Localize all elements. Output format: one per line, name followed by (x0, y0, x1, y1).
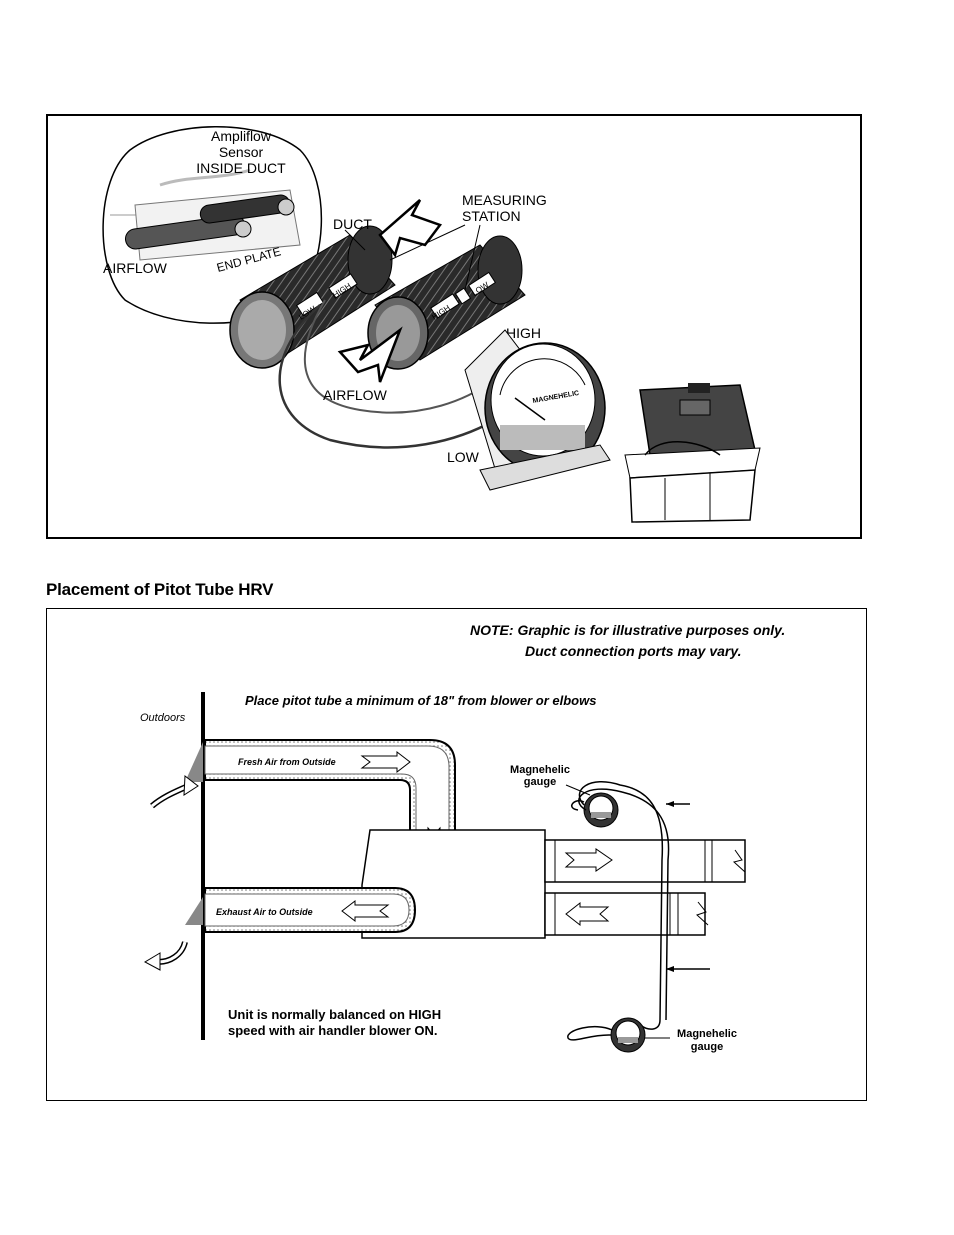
sensor-inset (102, 126, 323, 324)
exhaust-arrow (341, 899, 390, 923)
magnehelic-gauge-1 (464, 329, 611, 491)
return-arrow (565, 901, 610, 927)
high-label: HIGH (506, 325, 541, 341)
magnehelic-gauge-bottom (567, 1017, 646, 1053)
exhaust-air-label: Exhaust Air to Outside (216, 907, 313, 917)
balance-line-2: speed with air handler blower ON. (228, 1023, 438, 1038)
fresh-air-label: Fresh Air from Outside (238, 757, 336, 767)
magnehelic-gauge-top (578, 781, 670, 1030)
duct-label: DUCT (333, 216, 372, 232)
sensor-label-1: Ampliflow (211, 128, 272, 144)
gauge-bottom-label-1: Magnehelic (677, 1028, 737, 1040)
sensor-label-3: INSIDE DUCT (196, 160, 286, 176)
section-title: Placement of Pitot Tube HRV (46, 580, 274, 599)
balance-line-1: Unit is normally balanced on HIGH (228, 1007, 441, 1022)
gauge-top-label-2: gauge (524, 776, 556, 788)
airflow-arrow-bottom (337, 326, 403, 383)
airflow-label: AIRFLOW (323, 387, 388, 403)
figure1-frame (46, 114, 862, 539)
airflow-arrow-top (378, 199, 443, 258)
exhaust-duct (204, 887, 417, 933)
fresh-air-arrow (360, 750, 411, 774)
gauge-top-label-1: Magnehelic (510, 764, 570, 776)
figure2-frame (46, 608, 867, 1101)
left-duct (229, 225, 396, 369)
supply-arrow (564, 848, 613, 872)
sensor-label-2: Sensor (219, 144, 264, 160)
gauge-bottom-label-2: gauge (691, 1041, 723, 1053)
low-label: LOW (447, 449, 480, 465)
measuring-label-2: STATION (462, 208, 521, 224)
carrying-case (624, 383, 761, 523)
inset-airflow-label: AIRFLOW (103, 260, 168, 276)
note-line-1: NOTE: Graphic is for illustrative purpos… (470, 622, 785, 638)
instruction-text: Place pitot tube a minimum of 18" from b… (245, 693, 596, 708)
measuring-label-1: MEASURING (462, 192, 547, 208)
outdoors-label: Outdoors (140, 712, 186, 724)
note-line-2: Duct connection ports may vary. (525, 643, 742, 659)
